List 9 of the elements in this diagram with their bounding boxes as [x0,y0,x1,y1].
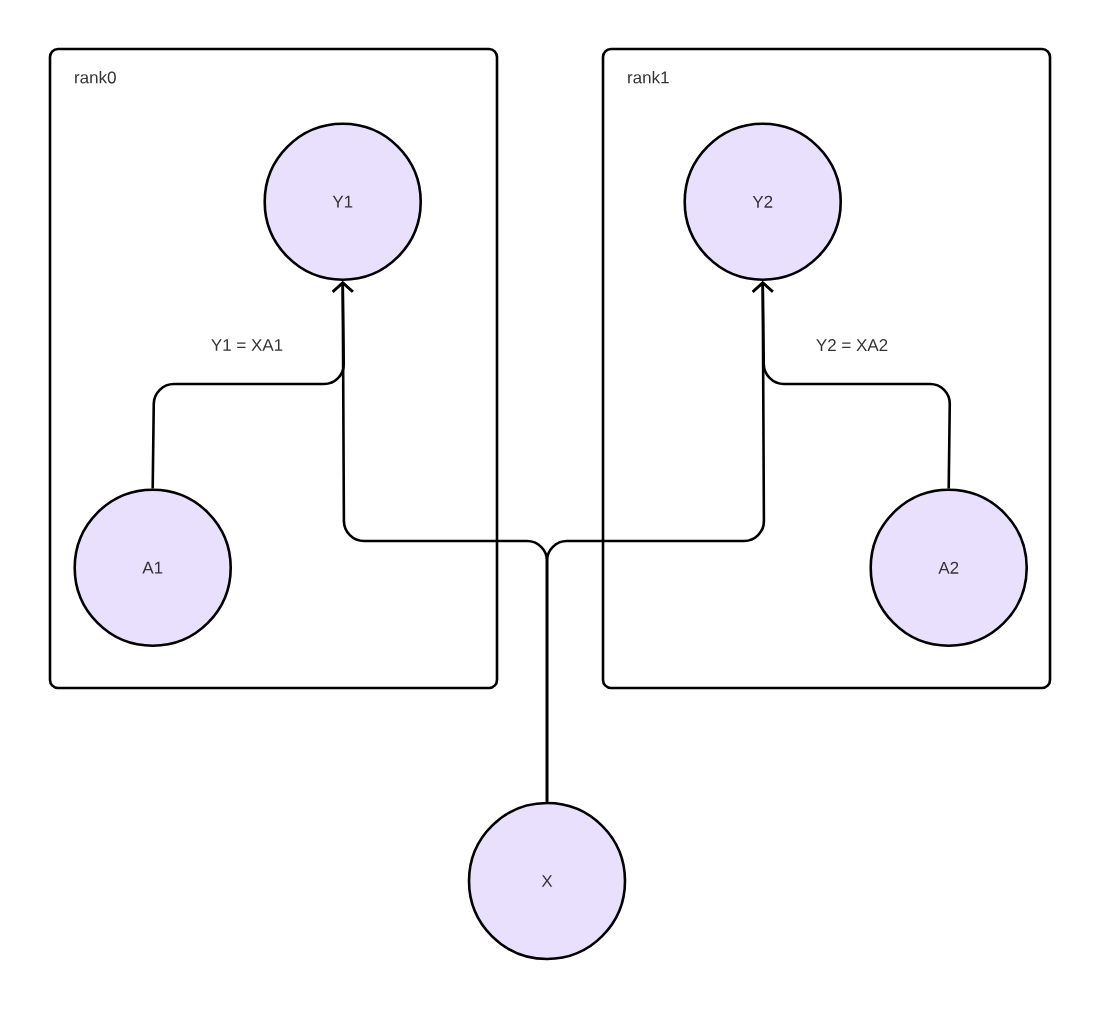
circle-node: Y2 [683,122,842,281]
arrow [545,281,774,802]
circle-node: Y1 [263,122,422,281]
circle-node: X [467,801,627,961]
circle-node: A1 [73,488,232,647]
circle-node: A2 [869,488,1028,647]
edge-label: Y2 = XA2 [813,337,891,353]
edge-label: Y1 = XA1 [208,337,286,353]
arrow [151,281,354,489]
